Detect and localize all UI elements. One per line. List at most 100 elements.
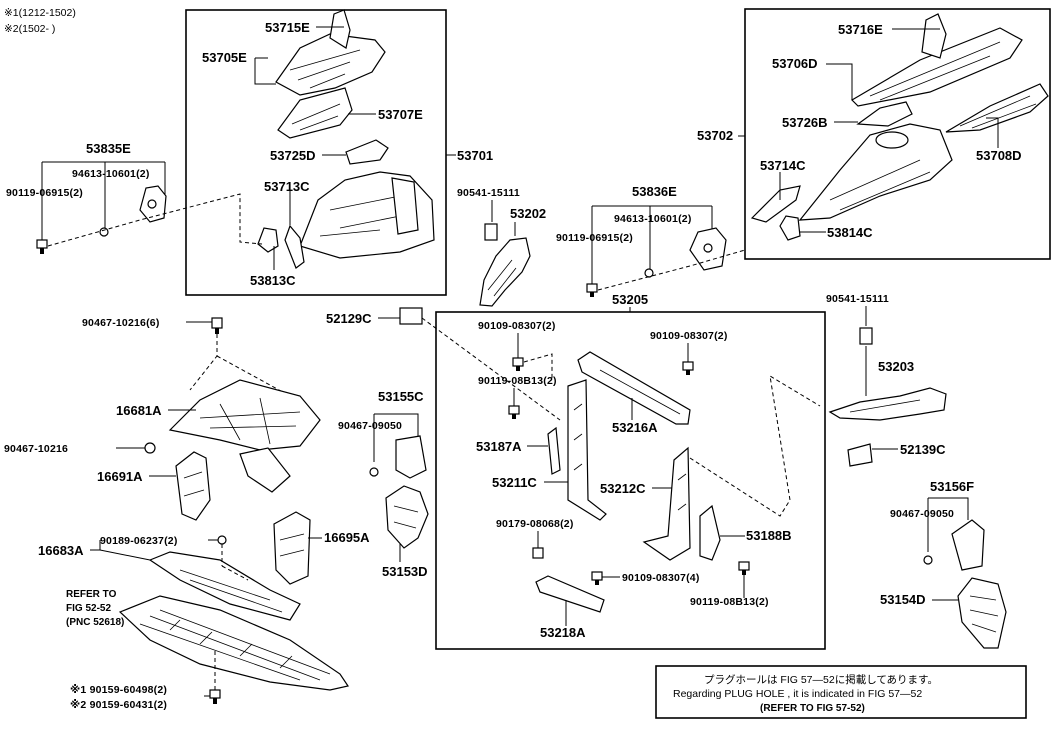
clip-icon [211,317,223,334]
bolt-icon [512,357,524,371]
label-90467-09050-left: 90467-09050 [338,420,402,432]
part-53156F-illustration [951,519,985,571]
part-52139C-illustration [847,443,873,467]
label-53715E: 53715E [265,20,310,35]
label-53218A: 53218A [540,625,586,640]
label-90159-60431: ※2 90159-60431(2) [70,699,167,711]
label-90109-08307-c: 90109-08307(4) [622,572,700,584]
part-53216A-illustration [577,351,691,425]
part-53187A-illustration [547,426,561,475]
label-90189-06237: 90189-06237(2) [100,535,178,547]
label-52129C: 52129C [326,311,372,326]
label-90119-06915-left: 90119-06915(2) [6,187,83,199]
label-90467-10216: 90467-10216 [4,443,68,455]
bolt-icon [591,571,603,585]
label-53188B: 53188B [746,528,792,543]
part-53714C-illustration [750,185,801,223]
bolt-icon [682,361,694,375]
label-refer-pnc: (PNC 52618) [66,617,124,628]
bolt-icon [738,561,750,575]
part-53708D-illustration [945,83,1049,133]
label-53707E: 53707E [378,107,423,122]
part-16681A-illustration [168,379,321,493]
part-53212C-illustration [642,446,691,561]
clip-icon [369,467,379,477]
bolt-icon [586,283,598,297]
part-53836E-illustration [689,227,727,271]
part-undercover-illustration [118,595,349,691]
label-90541-15111-left: 90541-15111 [457,187,520,199]
nut-icon [532,547,544,559]
label-53836E: 53836E [632,184,677,199]
label-53187A: 53187A [476,439,522,454]
label-16695A: 16695A [324,530,370,545]
label-16681A: 16681A [116,403,162,418]
label-90109-08307-b: 90109-08307(2) [650,330,728,342]
label-53205: 53205 [612,292,648,307]
part-53835E-illustration [139,185,167,223]
note-reference: (REFER TO FIG 57-52) [760,703,865,714]
part-wheelhouse-illustration [798,123,953,221]
label-53714C: 53714C [760,158,806,173]
bolt-icon [209,689,221,704]
part-53713C-illustration [299,171,435,259]
label-53701: 53701 [457,148,493,163]
label-53813C: 53813C [250,273,296,288]
label-90541-15111-right: 90541-15111 [826,293,889,305]
label-53713C: 53713C [264,179,310,194]
label-90119-08813-b: 90119-08B13(2) [690,596,769,608]
note-english: Regarding PLUG HOLE , it is indicated in… [673,688,922,700]
label-53216A: 53216A [612,420,658,435]
label-90119-06915-right: 90119-06915(2) [556,232,633,244]
nut-icon [644,268,654,278]
label-53814C: 53814C [827,225,873,240]
label-94613-10601-left: 94613-10601(2) [72,168,150,180]
grommet-icon [484,223,498,241]
part-53726B-illustration [856,101,913,127]
label-52139C: 52139C [900,442,946,457]
label-53156F: 53156F [930,479,974,494]
part-53188B-illustration [699,504,721,561]
label-90179-08068: 90179-08068(2) [496,518,574,530]
part-53202-illustration [479,237,531,307]
label-53702: 53702 [697,128,733,143]
nut-icon [99,227,109,237]
label-16683A: 16683A [38,543,84,558]
label-53202: 53202 [510,206,546,221]
label-53211C: 53211C [492,475,537,490]
part-53154D-illustration [957,577,1007,649]
part-53716E-illustration [921,13,947,59]
part-53155C-illustration [395,435,427,479]
legend-line-2: ※2(1502- ) [4,23,55,35]
label-refer-fig: FIG 52-52 [66,603,111,614]
part-16695A-illustration [273,511,311,585]
part-53725D-illustration [345,139,389,165]
clip-icon [923,555,933,565]
label-53154D: 53154D [880,592,926,607]
label-90467-09050-right: 90467-09050 [890,508,954,520]
part-53211C-illustration [567,379,607,521]
part-53813C-illustration [257,224,305,269]
label-90467-10216-6: 90467-10216(6) [82,317,160,329]
part-53715E-illustration [329,9,351,49]
label-53705E: 53705E [202,50,247,65]
bolt-icon [508,405,520,419]
assembly-box-left-upper [185,9,447,296]
label-refer-to: REFER TO [66,589,117,600]
label-53708D: 53708D [976,148,1022,163]
clip-icon [144,442,156,454]
part-53218A-illustration [535,575,605,613]
assembly-box-right-upper [744,8,1051,260]
label-53155C: 53155C [378,389,424,404]
label-53835E: 53835E [86,141,131,156]
label-94613-10601-right: 94613-10601(2) [614,213,692,225]
note-box [655,665,1027,719]
label-90159-60498: ※1 90159-60498(2) [70,684,167,696]
part-16691A-illustration [175,451,211,521]
nut-icon [217,535,227,545]
part-53814C-illustration [779,215,801,241]
label-53726B: 53726B [782,115,828,130]
part-52129C-illustration [399,307,423,325]
label-90109-08307-a: 90109-08307(2) [478,320,556,332]
